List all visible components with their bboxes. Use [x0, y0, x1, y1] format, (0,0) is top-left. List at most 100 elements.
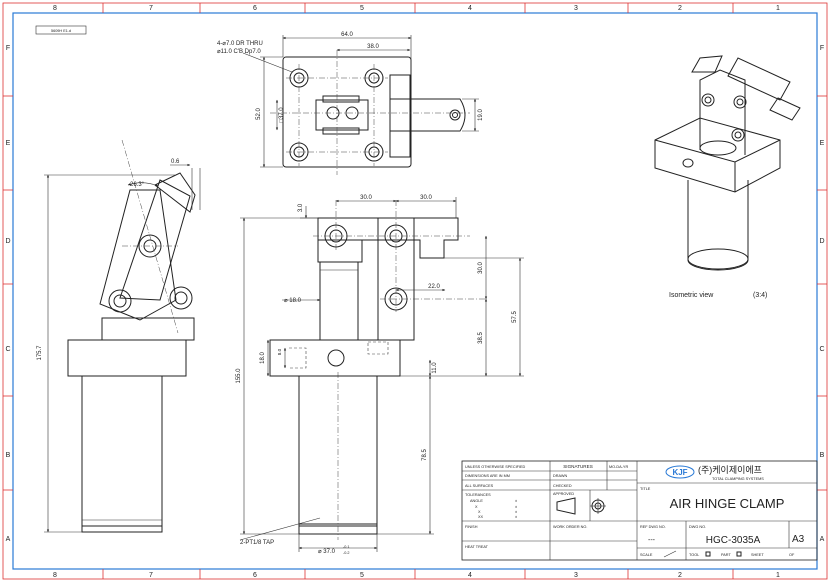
- tb-size: A3: [792, 534, 805, 545]
- port-label: 2-PT1/8 TAP: [240, 540, 274, 546]
- zone-row-label: B: [820, 452, 825, 459]
- tb-company-en: TOTAL CLAMPING SYSTEMS: [712, 477, 764, 481]
- zone-col-label: 3: [574, 5, 578, 12]
- zone-col-label: 3: [574, 572, 578, 579]
- tb-angle-value: ±: [515, 499, 517, 503]
- tb-sheet: SHEET: [751, 553, 764, 557]
- tb-heat-treat: HEAT TREAT: [465, 545, 489, 549]
- stamp-text: 5609H E1.d: [51, 29, 71, 33]
- zone-ticks: [3, 3, 827, 579]
- iso-caption: Isometric view: [669, 292, 714, 299]
- zone-col-label: 4: [468, 5, 472, 12]
- dim-flange: 18.0: [260, 352, 266, 364]
- tb-dims-mm: DIMENSIONS ARE IN MM: [465, 474, 510, 478]
- dim-arm: 19.0: [478, 109, 484, 121]
- tb-title: AIR HINGE CLAMP: [670, 496, 785, 511]
- dim-angle: 26.3°: [130, 182, 145, 188]
- zone-col-label: 4: [468, 572, 472, 579]
- zone-row-label: E: [820, 140, 825, 147]
- dim-cyl-len: 78.5: [422, 449, 428, 461]
- dim-hole-pitch: 38.0: [367, 44, 379, 50]
- tb-scale-label: SCALE: [640, 553, 653, 557]
- tb-tol-value: ±: [515, 510, 517, 514]
- isometric-view: Isometric view (3:4): [654, 55, 801, 299]
- dim-stroke: 57.5: [512, 311, 518, 323]
- zone-col-label: 7: [149, 5, 153, 12]
- dim-body-height: 155.0: [236, 368, 242, 384]
- tb-ref-dwg-label: REF DWG NO.: [640, 525, 666, 529]
- tb-dwg-no-label: DWG NO.: [689, 525, 706, 529]
- tb-of: OF: [789, 553, 795, 557]
- zone-row-label: F: [6, 45, 10, 52]
- zone-row-label: A: [820, 536, 825, 543]
- zone-col-label: 6: [253, 5, 257, 12]
- dim-flange-thk: 11.0: [432, 362, 438, 374]
- tol-upper: -0.1: [343, 545, 350, 549]
- tol-lower: -0.2: [343, 551, 350, 555]
- tb-checked: CHECKED: [553, 484, 572, 488]
- side-view: 175.7 0.6 26.3°: [37, 139, 201, 533]
- dim-rod: ⌀ 18.0: [284, 298, 302, 304]
- tb-angle: ANGLE: [470, 499, 483, 503]
- tb-work-order: WORK ORDER NO.: [553, 525, 587, 529]
- dim-port-offset: 8.0: [277, 348, 282, 355]
- zone-row-label: F: [820, 45, 824, 52]
- tool-checkbox: [705, 551, 711, 557]
- dim-pitch-b: 30.0: [420, 195, 432, 201]
- zone-row-label: E: [6, 140, 11, 147]
- zone-col-label: 8: [53, 5, 57, 12]
- tb-title-label: TITLE: [640, 487, 651, 491]
- zone-labels: 8 7 6 5 4 3 2 1 8 7 6 5 4 3 2 1 F E D C …: [5, 5, 824, 579]
- zone-row-label: C: [5, 346, 10, 353]
- zone-col-label: 2: [678, 5, 682, 12]
- zone-col-label: 6: [253, 572, 257, 579]
- tb-company-kr: (주)케이제이에프: [698, 465, 762, 475]
- tb-mo-da-yr: MO-DA-YR: [609, 465, 628, 469]
- title-block: UNLESS OTHERWISE SPECIFIED DIMENSIONS AR…: [461, 460, 818, 561]
- tb-tolerances: TOLERANCES: [465, 493, 491, 497]
- dim-top: 3.0: [298, 203, 304, 212]
- zone-row-label: B: [6, 452, 11, 459]
- tb-tool: TOOL: [689, 553, 699, 557]
- tb-ref-dwg: ---: [648, 537, 656, 544]
- dim-total-height: 175.7: [37, 345, 43, 361]
- part-checkbox: [736, 551, 742, 557]
- iso-scale: (3:4): [753, 292, 767, 299]
- tb-all-surfaces: ALL SURFACES: [465, 484, 494, 488]
- dim-reach: 22.0: [428, 284, 440, 290]
- zone-col-label: 2: [678, 572, 682, 579]
- projection-symbol-icon: [556, 497, 606, 515]
- corner-stamp: 5609H E1.d: [35, 25, 87, 35]
- tb-drawn: DRAWN: [553, 474, 567, 478]
- front-view: 3.0 30.0 30.0 30.0 22.0 ⌀ 18.0 57.5 38.5…: [236, 195, 524, 555]
- zone-col-label: 7: [149, 572, 153, 579]
- tb-approved: APPROVED: [553, 492, 574, 496]
- zone-row-label: C: [819, 346, 824, 353]
- tb-part: PART: [721, 553, 731, 557]
- tb-dwg-no: HGC-3035A: [706, 535, 761, 546]
- dim-height: 52.0: [256, 108, 262, 120]
- tb-tol-value: ±: [515, 505, 517, 509]
- inner-border: [12, 12, 818, 570]
- tb-tol-value: ±: [515, 515, 517, 519]
- hole-callout: 4-⌀7.0 DR THRU: [217, 41, 263, 47]
- dim-square: □37.0: [279, 107, 285, 123]
- tb-finish: FINISH: [465, 525, 478, 529]
- zone-col-label: 1: [776, 5, 780, 12]
- dim-cyl-dia: ⌀ 37.0: [318, 549, 336, 555]
- dim-pivot: 38.5: [478, 332, 484, 344]
- dim-width: 64.0: [341, 32, 353, 38]
- hole-callout: ⌀11.0 C'B Dp7.0: [217, 49, 261, 55]
- logo-text: KJF: [672, 468, 687, 477]
- top-view: 64.0 38.0 52.0 □37.0 19.0 4-⌀7.0 DR THRU…: [217, 32, 484, 175]
- dim-gap: 0.6: [171, 159, 180, 165]
- dim-pitch-a: 30.0: [360, 195, 372, 201]
- tb-tol-label: X: [478, 510, 481, 514]
- tb-unless: UNLESS OTHERWISE SPECIFIED: [465, 465, 526, 469]
- tb-tol-label: X: [475, 505, 478, 509]
- dim-pin-height: 30.0: [478, 262, 484, 274]
- zone-row-label: D: [819, 238, 824, 245]
- zone-col-label: 5: [360, 572, 364, 579]
- zone-row-label: D: [5, 238, 10, 245]
